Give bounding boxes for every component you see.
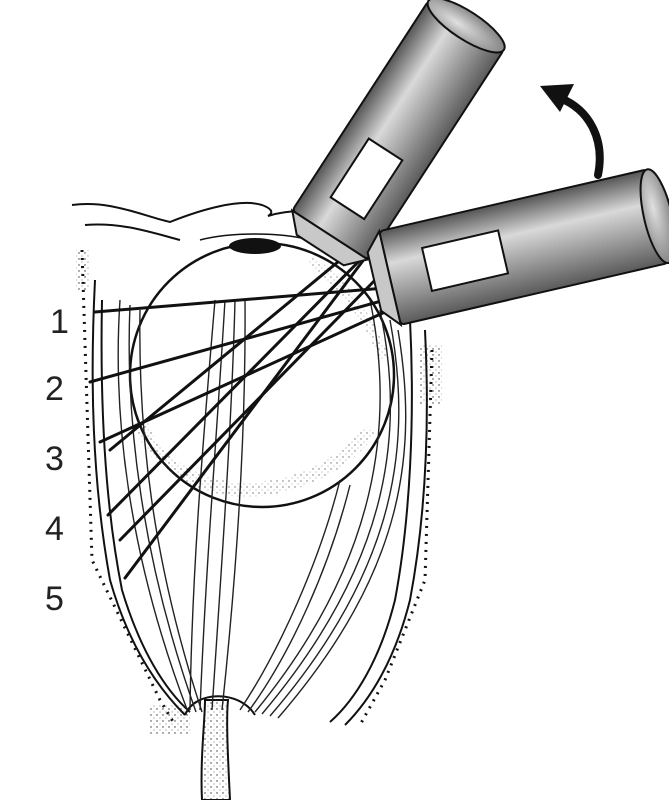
label-5: 5 [45,580,64,618]
curved-arrow-icon [540,84,604,179]
number-labels: 1 2 3 4 5 [45,303,69,618]
label-4: 4 [45,510,64,548]
probe-window [329,137,404,221]
eyeball [128,233,396,509]
pupil [229,238,281,254]
bone-stipple [76,250,442,735]
extraocular-muscles [117,299,407,719]
beam-lines [88,248,387,580]
label-1: 1 [50,303,69,341]
lower-probe [366,168,669,328]
upper-probe [290,0,506,267]
probe-window [420,229,510,293]
label-3: 3 [45,440,64,478]
label-2: 2 [45,370,64,408]
